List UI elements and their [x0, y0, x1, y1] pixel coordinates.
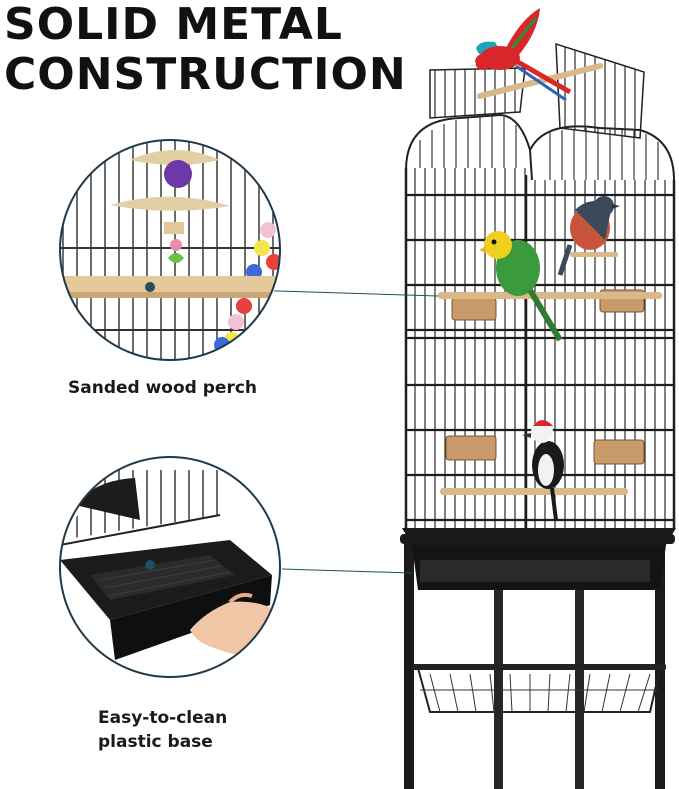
- headline-line-2: CONSTRUCTION: [4, 49, 407, 100]
- tray-caption-line-2: plastic base: [98, 732, 213, 752]
- perch-caption: Sanded wood perch: [68, 378, 258, 398]
- storage-basket: [412, 664, 666, 713]
- green-parakeet-icon: [479, 231, 563, 342]
- tray-caption: Easy-to-clean plastic base: [98, 706, 227, 754]
- cage-base-tray: [402, 528, 676, 590]
- headline: SOLID METAL CONSTRUCTION: [4, 0, 407, 100]
- red-macaw-icon: [470, 8, 572, 102]
- perch-pointer-dot: [145, 282, 155, 292]
- tray-pointer-dot: [145, 560, 155, 570]
- headline-line-1: SOLID METAL: [4, 0, 343, 50]
- perch-zoom-callout: [58, 138, 282, 362]
- woodpecker-icon: [522, 420, 564, 521]
- tray-caption-line-1: Easy-to-clean: [98, 708, 228, 728]
- tray-zoom-callout: [58, 455, 282, 679]
- songbird-icon: [557, 196, 620, 276]
